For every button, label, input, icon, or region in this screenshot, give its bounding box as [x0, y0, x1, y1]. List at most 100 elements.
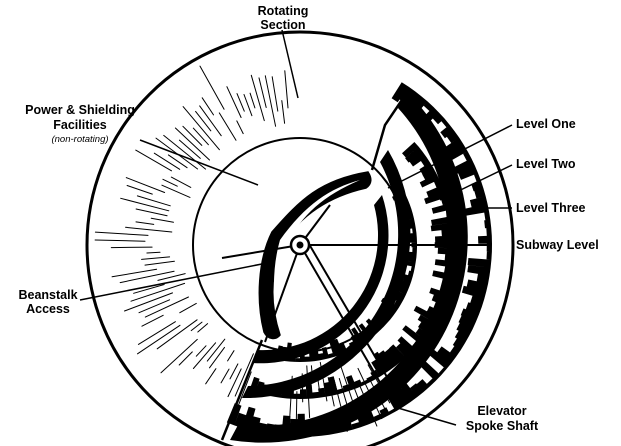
hatch-stroke [199, 105, 222, 137]
hatch-stroke [226, 86, 242, 118]
hatch-stroke [234, 353, 254, 397]
hatch-stroke [130, 282, 186, 302]
hatch-stroke [138, 299, 171, 314]
hatch-stroke [201, 97, 214, 116]
hatch-stroke [161, 184, 191, 198]
hatch-stroke [135, 149, 172, 172]
leader-beanstalk [79, 261, 273, 301]
label-beanstalk-line2: Access [26, 302, 70, 316]
hatch-stroke [206, 338, 226, 362]
hatch-stroke [141, 256, 171, 260]
hatch-stroke [137, 321, 176, 345]
spoke-left [221, 244, 301, 259]
hatch-stroke [111, 268, 158, 278]
hatch-stroke [281, 100, 286, 124]
hatch-stroke [178, 139, 201, 159]
leader-power-shielding [139, 139, 259, 186]
leader-lines [79, 29, 513, 426]
level-one-band [230, 90, 468, 443]
hatch-stroke [205, 368, 217, 385]
diagram-labels: Rotating Section Power & Shielding Facil… [18, 4, 598, 433]
hatch-stroke [170, 176, 192, 188]
label-subway-level: Subway Level [516, 238, 599, 252]
hatch-stroke [160, 338, 198, 374]
hatch-stroke [141, 314, 164, 327]
hatch-stroke [190, 321, 203, 332]
hatch-stroke [153, 152, 181, 170]
hatch-stroke [250, 74, 265, 122]
hatch-stroke [126, 185, 153, 195]
label-elevator-line2: Spoke Shaft [466, 419, 539, 433]
hatch-stroke [195, 345, 207, 357]
hatch-stroke [236, 93, 245, 112]
hatch-stroke [192, 127, 209, 146]
hatch-stroke [199, 65, 225, 110]
hatch-stroke [94, 231, 149, 236]
hatch-stroke [119, 270, 175, 284]
hatch-stroke [243, 94, 253, 117]
hatch-stroke [144, 296, 189, 318]
hatch-stroke [144, 260, 175, 266]
hatch-stroke [182, 106, 220, 151]
label-rotating-section-line1: Rotating [258, 4, 309, 18]
level-three-skyline [270, 186, 417, 362]
hatch-stroke [197, 323, 209, 333]
hatch-stroke [167, 154, 188, 169]
hatch-stroke [124, 292, 173, 312]
hatch-stroke [338, 378, 349, 409]
hatch-stroke [162, 178, 178, 187]
leader-level-two [439, 164, 513, 201]
hatch-stroke [137, 324, 181, 355]
hatch-stroke [146, 251, 161, 254]
hatch-stroke [135, 221, 155, 225]
hatch-stroke [284, 70, 289, 109]
hatch-stroke [220, 368, 230, 384]
leader-elevator-shaft [397, 407, 457, 426]
hatch-stroke [264, 75, 277, 127]
hatch-stroke [136, 195, 171, 207]
hatch-stroke [218, 112, 237, 141]
hatch-stroke [94, 239, 146, 242]
hatch-stroke [178, 351, 193, 366]
hatch-stroke [174, 127, 210, 161]
hatch-stroke [125, 226, 173, 233]
label-power-shielding-line2: Facilities [53, 118, 107, 132]
hatch-stroke [192, 342, 217, 369]
label-rotating-section-line2: Section [260, 18, 305, 32]
hatch-stroke [227, 368, 242, 398]
label-level-two: Level Two [516, 157, 576, 171]
hatch-stroke [156, 319, 198, 350]
hatch-stroke [271, 76, 279, 112]
hatch-stroke [150, 217, 174, 223]
hatch-stroke [157, 273, 186, 281]
label-level-one: Level One [516, 117, 576, 131]
label-level-three: Level Three [516, 201, 586, 215]
label-beanstalk-line1: Beanstalk [18, 288, 77, 302]
hatch-stroke [249, 92, 256, 109]
hatch-stroke [133, 284, 165, 294]
hatch-stroke [229, 363, 239, 380]
hatch-stroke [163, 134, 207, 170]
leader-rotating-section [281, 29, 299, 99]
label-power-shielding-line1: Power & Shielding [25, 103, 135, 117]
label-power-shielding-note: (non-rotating) [51, 134, 108, 145]
city-sector-boundary [370, 87, 412, 171]
leader-level-one [387, 124, 513, 189]
hatch-stroke [182, 125, 203, 146]
central-hub-inner [296, 241, 304, 249]
hatch-stroke [227, 350, 235, 362]
hatch-stroke [258, 77, 267, 108]
hatch-stroke [236, 120, 244, 135]
hatch-stroke [120, 197, 170, 212]
hatch-stroke [125, 177, 166, 193]
label-elevator-line1: Elevator [477, 404, 526, 418]
city-sector-boundary-lower [220, 339, 264, 441]
hatch-stroke [110, 246, 153, 249]
hatch-stroke [135, 208, 168, 217]
hatch-stroke [179, 302, 197, 314]
hatch-stroke [209, 346, 225, 369]
spoke-lower-left [264, 244, 301, 343]
hatch-stroke [195, 110, 212, 132]
elevator-spoke-shaft [301, 243, 405, 411]
